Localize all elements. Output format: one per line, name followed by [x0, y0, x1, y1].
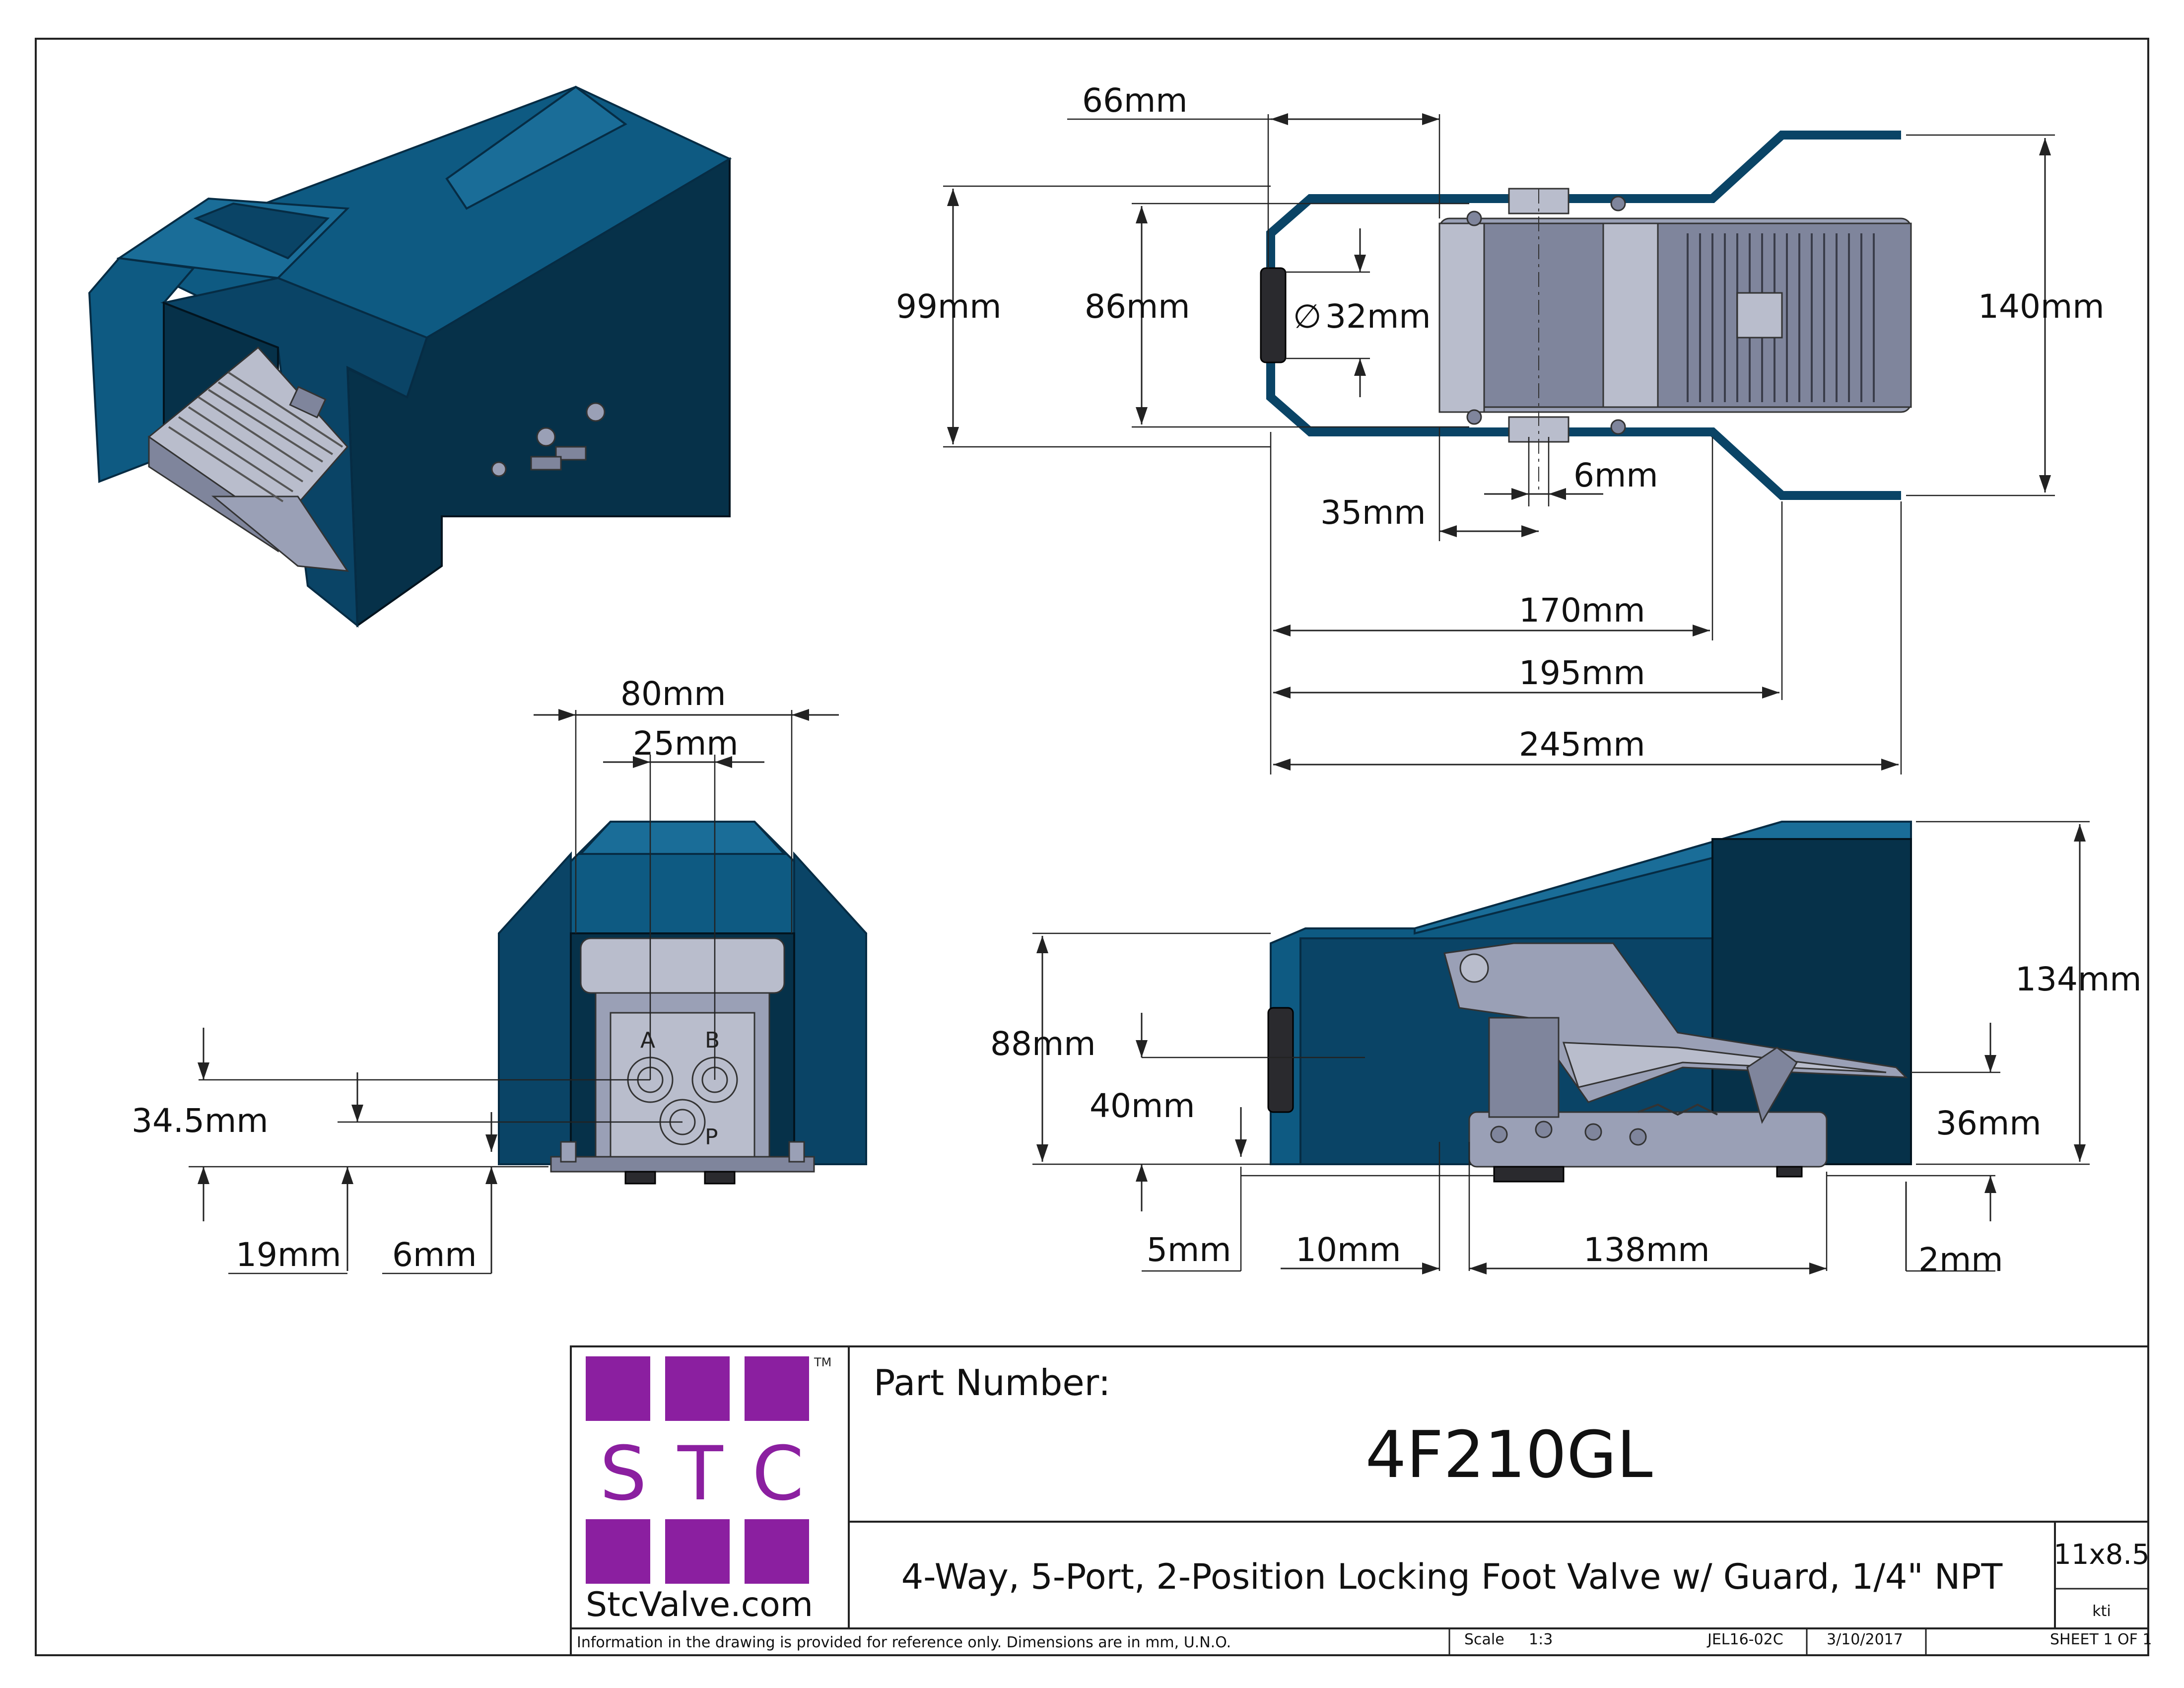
drawn-by: kti	[2092, 1603, 2111, 1620]
drawing-number: JEL16-02C	[1706, 1631, 1783, 1648]
scale-value: 1:3	[1529, 1631, 1553, 1648]
isometric-view	[88, 85, 732, 628]
dim-66mm: 66mm	[1082, 81, 1188, 120]
dim-5mm: 5mm	[1147, 1231, 1231, 1269]
front-view: A B P 80mm 25mm 34.5mm 19mm 6mm	[132, 675, 867, 1274]
dim-25mm: 25mm	[633, 724, 739, 763]
dim-245mm: 245mm	[1519, 725, 1645, 764]
logo-letter-s: S	[600, 1431, 647, 1517]
dim-10mm: 10mm	[1296, 1231, 1401, 1269]
scale-label: Scale	[1464, 1631, 1504, 1648]
top-view: 66mm 99mm 86mm ∅ 32mm 140mm 6mm 35mm 170…	[896, 81, 2105, 774]
dim-170mm: 170mm	[1519, 591, 1645, 630]
dim-6mm-top: 6mm	[1573, 456, 1658, 494]
dim-140mm: 140mm	[1978, 287, 2105, 326]
dim-2mm: 2mm	[1918, 1241, 2003, 1279]
logo-letter-c: C	[752, 1431, 804, 1517]
dim-dia-symbol: ∅	[1293, 297, 1322, 336]
sheet-size: 11x8.5	[2053, 1539, 2149, 1571]
dim-6mm-front: 6mm	[392, 1236, 477, 1274]
dim-34-5mm: 34.5mm	[132, 1102, 269, 1140]
title-block: S T C TM StcValve.com Part Number: 4F210…	[570, 1345, 2152, 1656]
dim-86mm: 86mm	[1085, 287, 1190, 326]
side-view: 88mm 40mm 134mm 36mm 5mm 10mm 138mm 2mm	[990, 821, 2142, 1279]
disclaimer: Information in the drawing is provided f…	[577, 1634, 1231, 1651]
drawing-date: 3/10/2017	[1827, 1631, 1903, 1648]
port-label-b: B	[705, 1028, 720, 1053]
dim-88mm: 88mm	[990, 1025, 1096, 1063]
port-label-a: A	[640, 1028, 655, 1053]
dim-138mm: 138mm	[1583, 1231, 1710, 1269]
logo-letter-t: T	[677, 1431, 724, 1517]
dim-19mm: 19mm	[236, 1236, 341, 1274]
dim-36mm: 36mm	[1936, 1104, 2042, 1142]
dim-195mm: 195mm	[1519, 654, 1645, 692]
part-number: 4F210GL	[1365, 1417, 1653, 1492]
logo-tm: TM	[814, 1355, 831, 1369]
part-description: 4-Way, 5-Port, 2-Position Locking Foot V…	[901, 1556, 2003, 1597]
dim-80mm: 80mm	[620, 675, 726, 713]
dim-32mm: 32mm	[1325, 297, 1431, 336]
logo-site: StcValve.com	[586, 1585, 813, 1624]
dim-40mm: 40mm	[1090, 1087, 1195, 1125]
dim-99mm: 99mm	[896, 287, 1002, 326]
part-number-label: Part Number:	[874, 1362, 1110, 1404]
stc-logo: S T C TM StcValve.com	[586, 1355, 831, 1624]
port-label-p: P	[705, 1125, 718, 1150]
dim-35mm: 35mm	[1320, 493, 1426, 532]
sheet-count: SHEET 1 OF 1	[2050, 1631, 2152, 1648]
dim-134mm: 134mm	[2015, 960, 2142, 998]
